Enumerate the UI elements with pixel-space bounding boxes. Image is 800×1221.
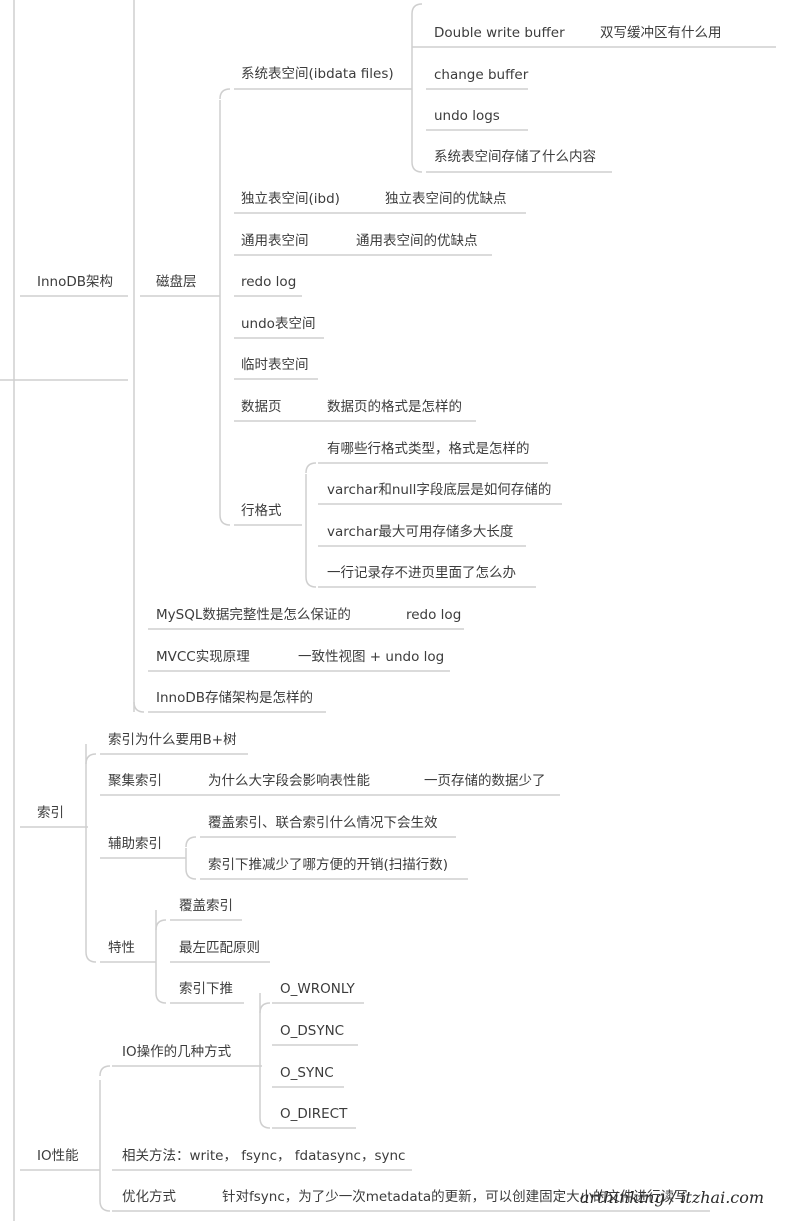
node-row-question-3[interactable]: varchar最大可用存储多大长度 (327, 524, 514, 540)
node-features[interactable]: 特性 (108, 940, 135, 956)
node-mvcc[interactable]: MVCC实现原理 (156, 649, 250, 665)
connector-corner (411, 161, 423, 173)
connector-corner (185, 836, 197, 848)
connector-corner (259, 1002, 271, 1014)
node-secondary-question-2[interactable]: 索引下推减少了哪方便的开销(扫描行数) (208, 857, 449, 873)
node-row-question-2[interactable]: varchar和null字段底层是如何存储的 (327, 482, 552, 498)
node-mvcc-answer[interactable]: 一致性视图 + undo log (298, 649, 445, 665)
node-redo-log[interactable]: redo log (241, 274, 297, 290)
node-data-integrity[interactable]: MySQL数据完整性是怎么保证的 (156, 607, 351, 623)
node-system-tablespace-question[interactable]: 系统表空间存储了什么内容 (434, 149, 596, 165)
connector-corner (185, 868, 197, 880)
connector-corner (85, 951, 97, 963)
connector-corner (305, 462, 317, 474)
node-secondary-index[interactable]: 辅助索引 (108, 836, 162, 852)
node-data-page-question[interactable]: 数据页的格式是怎样的 (327, 399, 462, 415)
node-temp-tablespace[interactable]: 临时表空间 (241, 357, 309, 373)
node-double-write-question[interactable]: 双写缓冲区有什么用 (600, 25, 722, 41)
node-ibd-question[interactable]: 独立表空间的优缺点 (385, 191, 507, 207)
node-data-integrity-answer[interactable]: redo log (406, 607, 462, 623)
connector-corner (219, 88, 231, 100)
node-feature-leftmost-prefix[interactable]: 最左匹配原则 (179, 940, 260, 956)
node-row-format[interactable]: 行格式 (241, 503, 282, 519)
connector-corner (85, 753, 97, 765)
node-clustered-index[interactable]: 聚集索引 (108, 773, 162, 789)
node-clustered-answer[interactable]: 一页存储的数据少了 (424, 773, 546, 789)
connector-corner (99, 1200, 111, 1212)
node-o-sync[interactable]: O_SYNC (280, 1065, 334, 1081)
node-double-write-buffer[interactable]: Double write buffer (434, 25, 565, 41)
connector-corner (133, 701, 145, 713)
node-secondary-question-1[interactable]: 覆盖索引、联合索引什么情况下会生效 (208, 815, 438, 831)
node-change-buffer[interactable]: change buffer (434, 67, 529, 83)
watermark: arthinking / itzhai.com (580, 1188, 765, 1207)
connector-corner (411, 3, 423, 15)
node-io-performance[interactable]: IO性能 (37, 1148, 79, 1164)
node-data-page[interactable]: 数据页 (241, 399, 282, 415)
node-o-wronly[interactable]: O_WRONLY (280, 981, 355, 997)
node-ibd-tablespace[interactable]: 独立表空间(ibd) (241, 191, 340, 207)
node-undo-logs[interactable]: undo logs (434, 108, 500, 124)
node-system-tablespace[interactable]: 系统表空间(ibdata files) (241, 66, 394, 82)
node-related-methods[interactable]: 相关方法：write， fsync， fdatasync，sync (122, 1148, 406, 1164)
node-feature-index-pushdown[interactable]: 索引下推 (179, 981, 233, 997)
connector-corner (155, 919, 167, 931)
node-row-question-1[interactable]: 有哪些行格式类型，格式是怎样的 (327, 441, 530, 457)
node-storage-architecture[interactable]: InnoDB存储架构是怎样的 (156, 690, 314, 706)
node-row-question-4[interactable]: 一行记录存不进页里面了怎么办 (327, 565, 516, 581)
node-feature-covering-index[interactable]: 覆盖索引 (179, 898, 233, 914)
node-o-dsync[interactable]: O_DSYNC (280, 1023, 345, 1039)
node-innodb-architecture[interactable]: InnoDB架构 (37, 274, 114, 290)
node-disk-layer[interactable]: 磁盘层 (156, 274, 197, 290)
node-io-ways[interactable]: IO操作的几种方式 (122, 1044, 232, 1060)
node-optimization[interactable]: 优化方式 (122, 1189, 176, 1205)
connector-corner (259, 1117, 271, 1129)
connector-corner (305, 576, 317, 588)
connector-corner (219, 514, 231, 526)
node-general-tablespace[interactable]: 通用表空间 (241, 233, 309, 249)
node-o-direct[interactable]: O_DIRECT (280, 1106, 348, 1122)
node-general-question[interactable]: 通用表空间的优缺点 (356, 233, 478, 249)
connector-corner (99, 1065, 111, 1077)
node-why-bplus-tree[interactable]: 索引为什么要用B+树 (108, 732, 237, 748)
node-clustered-question[interactable]: 为什么大字段会影响表性能 (208, 773, 370, 789)
node-index[interactable]: 索引 (37, 805, 64, 821)
connector-corner (155, 992, 167, 1004)
node-undo-tablespace[interactable]: undo表空间 (241, 316, 316, 332)
node-optimization-answer[interactable]: 针对fsync，为了少一次metadata的更新，可以创建固定大小的文件进行读写 (222, 1189, 688, 1205)
